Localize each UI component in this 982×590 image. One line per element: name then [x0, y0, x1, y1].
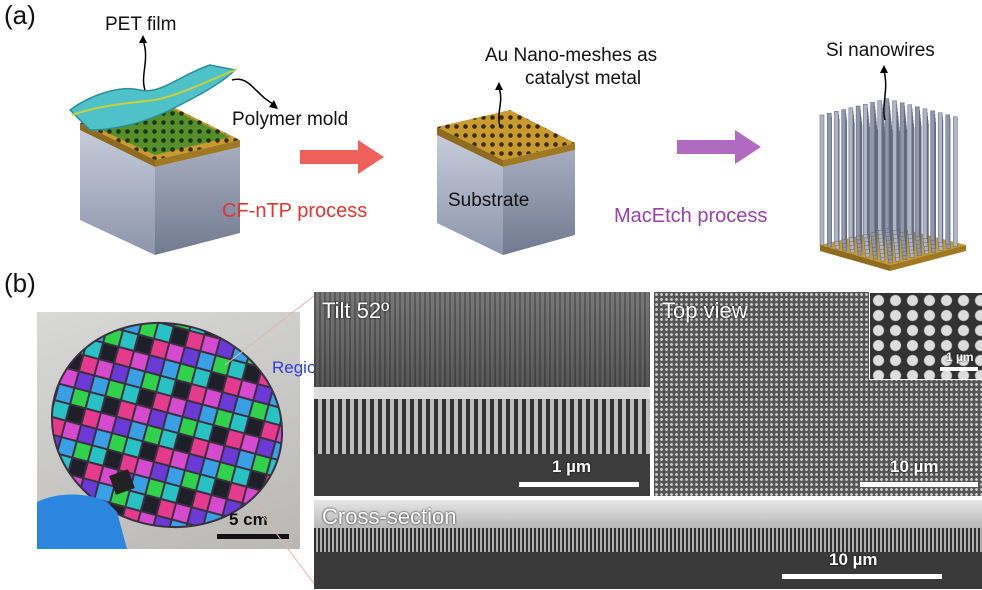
sem-tilt-image: Tilt 52º 1 µm [314, 292, 650, 496]
si-nanowire-illustration [819, 98, 966, 271]
top-scale-label: 10 µm [890, 457, 939, 476]
wafer-scale-bar [217, 534, 289, 539]
inset-scale-bar [940, 367, 978, 371]
panel-b-label: (b) [4, 268, 36, 298]
panel-a-label: (a) [4, 0, 36, 30]
zoom-lines [224, 294, 316, 586]
polymer-mold-pointer [231, 78, 278, 109]
cube-with-mold-illustration [68, 64, 240, 255]
cross-scale-label: 10 µm [829, 550, 878, 569]
top-scale-bar [860, 482, 978, 487]
pet-film-pointer [139, 35, 147, 91]
wafer-scale-label: 5 cm [229, 510, 268, 529]
au-mesh-pointer [495, 82, 503, 128]
top-view-label: Top view [662, 298, 748, 323]
sem-inset-image: 1 µm [869, 292, 982, 380]
sem-top-view-image: Top view 1 µm 10 µm [654, 292, 982, 496]
sem-cross-section-image: Cross-section 10 µm [314, 500, 982, 589]
process-arrow-purple [677, 130, 761, 164]
cross-section-label: Cross-section [322, 504, 457, 529]
pet-film-label: PET film [105, 14, 177, 35]
inset-scale-label: 1 µm [946, 350, 974, 364]
process-arrow-red [300, 140, 384, 174]
macetch-process-label: MacEtch process [614, 205, 768, 227]
au-mesh-label-line1: Au Nano-meshes as [485, 45, 658, 66]
polymer-mold-label: Polymer mold [232, 109, 349, 130]
substrate-label: Substrate [448, 190, 530, 211]
si-nanowires-pointer [880, 65, 888, 121]
tilt-scale-bar [519, 482, 639, 487]
cube-gold-mesh-illustration [437, 110, 575, 255]
tilt-scale-label: 1 µm [552, 457, 592, 476]
wafer-photo: 5 cm [37, 312, 300, 549]
si-nanowires-label: Si nanowires [826, 40, 935, 61]
cross-scale-bar [782, 574, 942, 579]
au-mesh-label-line2: catalyst metal [525, 68, 642, 89]
cf-ntp-process-label: CF-nTP process [222, 200, 368, 222]
tilt-label: Tilt 52º [322, 298, 390, 323]
